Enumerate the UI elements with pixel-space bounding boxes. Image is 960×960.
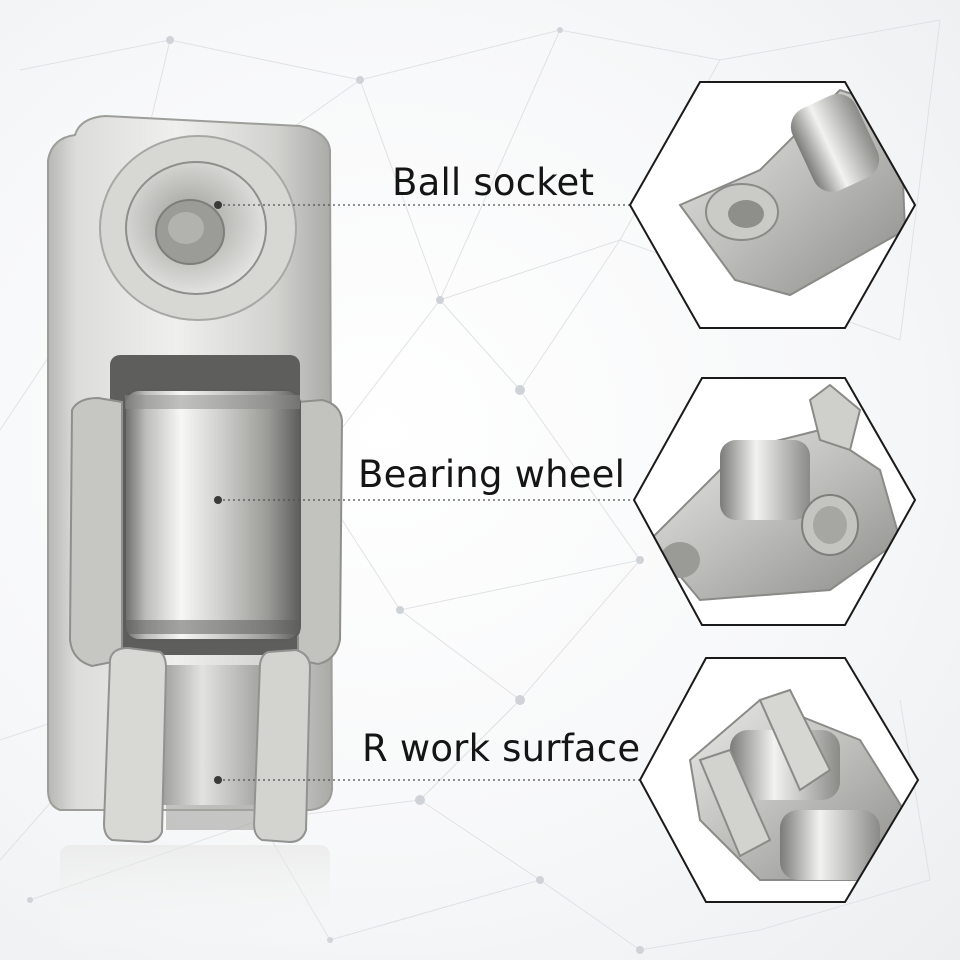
r-work-surface-label: R work surface bbox=[362, 727, 641, 770]
bearing-wheel-label: Bearing wheel bbox=[358, 453, 626, 496]
r-work-surface-detail bbox=[638, 657, 920, 903]
bearing-wheel-marker bbox=[214, 496, 222, 504]
ball-socket-detail bbox=[628, 81, 917, 329]
ball-socket-label: Ball socket bbox=[392, 161, 595, 204]
r-work-surface-marker bbox=[214, 776, 222, 784]
bearing-wheel-detail bbox=[632, 377, 917, 626]
ball-socket-marker bbox=[214, 201, 222, 209]
